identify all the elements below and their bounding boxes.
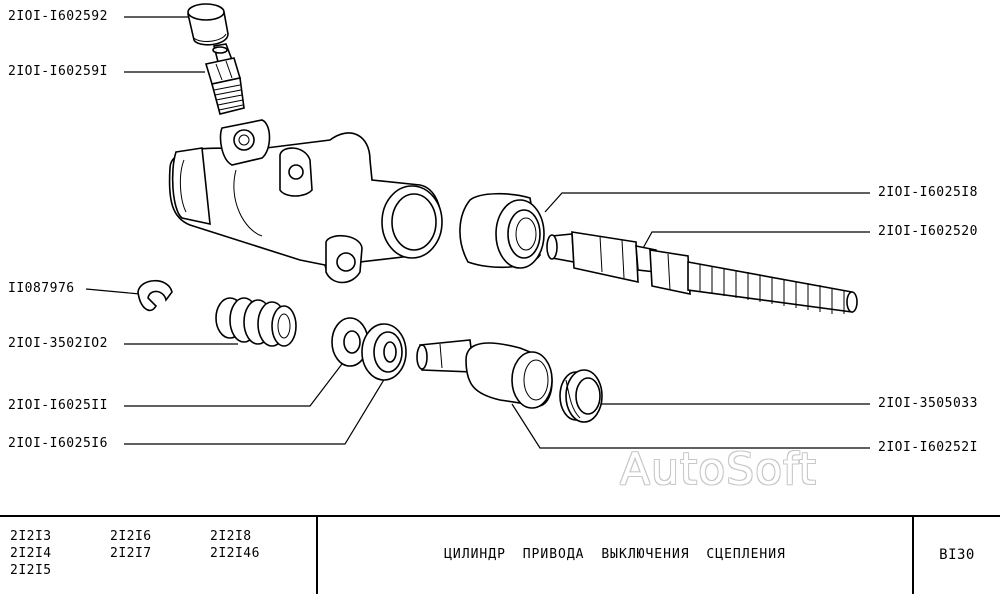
pushrod-part xyxy=(546,231,858,314)
diagram-title: ЦИЛИНДР ПРИВОДА ВЫКЛЮЧЕНИЯ СЦЕПЛЕНИЯ xyxy=(444,547,786,562)
model-code: 2I2I5 xyxy=(10,563,52,578)
callout-boot: 2IOI-I6025I8 xyxy=(878,185,978,200)
callout-cap: 2IOI-I602592 xyxy=(8,9,108,24)
washer-part xyxy=(331,317,369,367)
callout-pushrod: 2IOI-I602520 xyxy=(878,224,978,239)
callout-piston: 2IOI-I60252I xyxy=(878,440,978,455)
page-code: BI30 xyxy=(939,547,975,563)
model-code: 2I2I7 xyxy=(110,546,152,561)
boot-part xyxy=(459,192,545,269)
model-code: 2I2I8 xyxy=(210,529,252,544)
callout-washer: 2IOI-I6025II xyxy=(8,398,108,413)
model-code: 2I2I3 xyxy=(10,529,52,544)
cylinder-seal-part xyxy=(559,369,603,423)
title-block: 2I2I3 2I2I4 2I2I5 2I2I6 2I2I7 2I2I8 2I2I… xyxy=(0,515,1000,594)
callout-cylinder-seal: 2IOI-3505033 xyxy=(878,396,978,411)
cap-part xyxy=(187,3,229,46)
watermark: AutoSoft xyxy=(620,444,817,495)
model-code: 2I2I4 xyxy=(10,546,52,561)
circlip-part xyxy=(137,279,173,312)
callout-spring: 2IOI-3502IO2 xyxy=(8,336,108,351)
piston-part xyxy=(416,339,553,409)
callout-circlip: II087976 xyxy=(8,281,75,296)
callout-seal-ring: 2IOI-I6025I6 xyxy=(8,436,108,451)
title-block-divider xyxy=(912,517,914,594)
model-code: 2I2I6 xyxy=(110,529,152,544)
cylinder-body-part xyxy=(168,119,443,284)
seal-ring-part xyxy=(361,323,407,381)
spring-part xyxy=(215,297,297,347)
leader-lines xyxy=(85,16,870,449)
bleed-valve-part xyxy=(204,43,245,115)
exploded-parts-diagram xyxy=(85,3,870,449)
model-code: 2I2I46 xyxy=(210,546,260,561)
callout-bleed-valve: 2IOI-I60259I xyxy=(8,64,108,79)
title-block-divider xyxy=(316,517,318,594)
